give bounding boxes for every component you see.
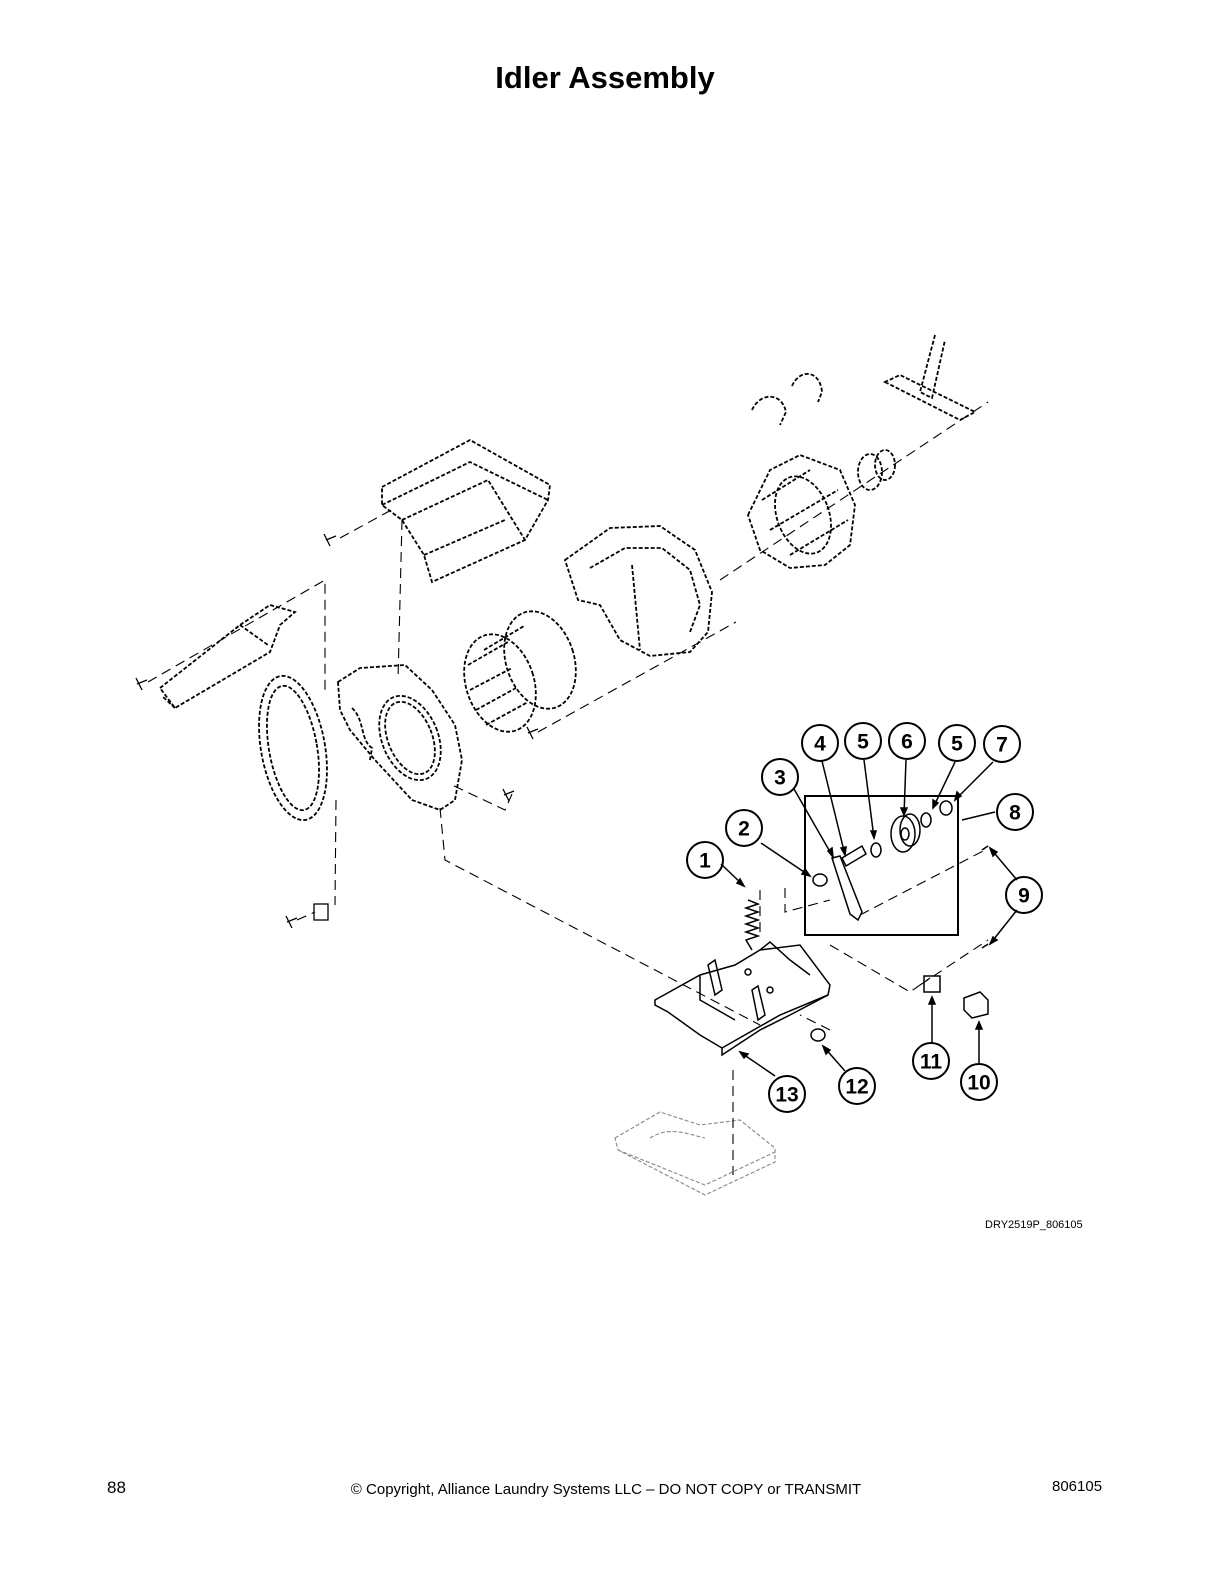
callout-11-label: 11: [920, 1051, 943, 1074]
callout-6-label: 6: [901, 731, 913, 754]
callout-1-circle: [686, 841, 724, 879]
idler-bracket-box: [804, 795, 959, 936]
callout-8-circle: [996, 793, 1034, 831]
drawing-id: DRY2519P_806105: [985, 1219, 1083, 1231]
callout-3-circle: [761, 758, 799, 796]
idler-base: [654, 941, 831, 1057]
copyright-notice: © Copyright, Alliance Laundry Systems LL…: [350, 1481, 862, 1498]
base-ghost: [614, 1111, 776, 1196]
idler-pulley: [890, 815, 916, 853]
page-number: 88: [107, 1478, 126, 1497]
callout-5b-label: 5: [951, 733, 963, 756]
fan-shroud: [563, 525, 713, 657]
idler-parts: [654, 795, 989, 1057]
callout-arrows: [720, 759, 1018, 1077]
callout-circles: [686, 722, 1043, 1113]
callout-7-label: 7: [996, 734, 1008, 757]
blower-wheel: [463, 610, 577, 733]
washer-2: [812, 873, 828, 887]
flat-bracket: [158, 604, 297, 710]
callout-5a-circle: [844, 722, 882, 760]
fasteners: [135, 533, 539, 929]
motor-clip-right: [791, 373, 823, 403]
callout-6-circle: [888, 722, 926, 760]
washer-5b: [920, 812, 932, 828]
callout-11-circle: [912, 1042, 950, 1080]
dashed-leader-lines: [147, 401, 989, 1175]
nut-12: [810, 1028, 826, 1042]
switch-bracket: [923, 975, 941, 993]
callout-12-circle: [838, 1067, 876, 1105]
motor-clip-left: [751, 395, 787, 426]
callout-1-label: 1: [699, 850, 711, 873]
callout-12-label: 12: [845, 1076, 868, 1099]
callout-10-label: 10: [967, 1072, 990, 1095]
callout-13-circle: [768, 1075, 806, 1113]
washer-5a: [870, 842, 882, 858]
blower-housing: [337, 664, 463, 811]
screw-9b: [981, 943, 989, 949]
idler-arm: [831, 855, 863, 922]
drive-belt: [882, 334, 977, 422]
motor-pulley: [857, 449, 896, 491]
callout-5b-circle: [938, 724, 976, 762]
motor: [747, 454, 856, 569]
switch: [963, 991, 989, 1019]
callout-4-circle: [801, 724, 839, 762]
callout-9-circle: [1005, 876, 1043, 914]
idler-shaft: [841, 844, 867, 868]
screw-9a: [981, 845, 989, 851]
callout-13-label: 13: [775, 1084, 798, 1107]
callout-7-circle: [983, 725, 1021, 763]
callout-10-circle: [960, 1063, 998, 1101]
ghost-parts: [158, 334, 977, 1196]
callout-3-label: 3: [774, 767, 786, 790]
page-title: Idler Assembly: [495, 60, 715, 95]
duct-housing: [381, 438, 551, 584]
document-number: 806105: [1052, 1478, 1103, 1495]
callout-2-circle: [725, 809, 763, 847]
gasket-ring: [258, 674, 328, 822]
callout-8-label: 8: [1009, 802, 1021, 825]
callout-4-label: 4: [814, 733, 826, 756]
callout-9-label: 9: [1018, 885, 1030, 908]
callout-5a-label: 5: [857, 731, 869, 754]
callout-2-label: 2: [738, 818, 750, 841]
spring: [743, 899, 761, 951]
nut-7: [939, 800, 953, 816]
